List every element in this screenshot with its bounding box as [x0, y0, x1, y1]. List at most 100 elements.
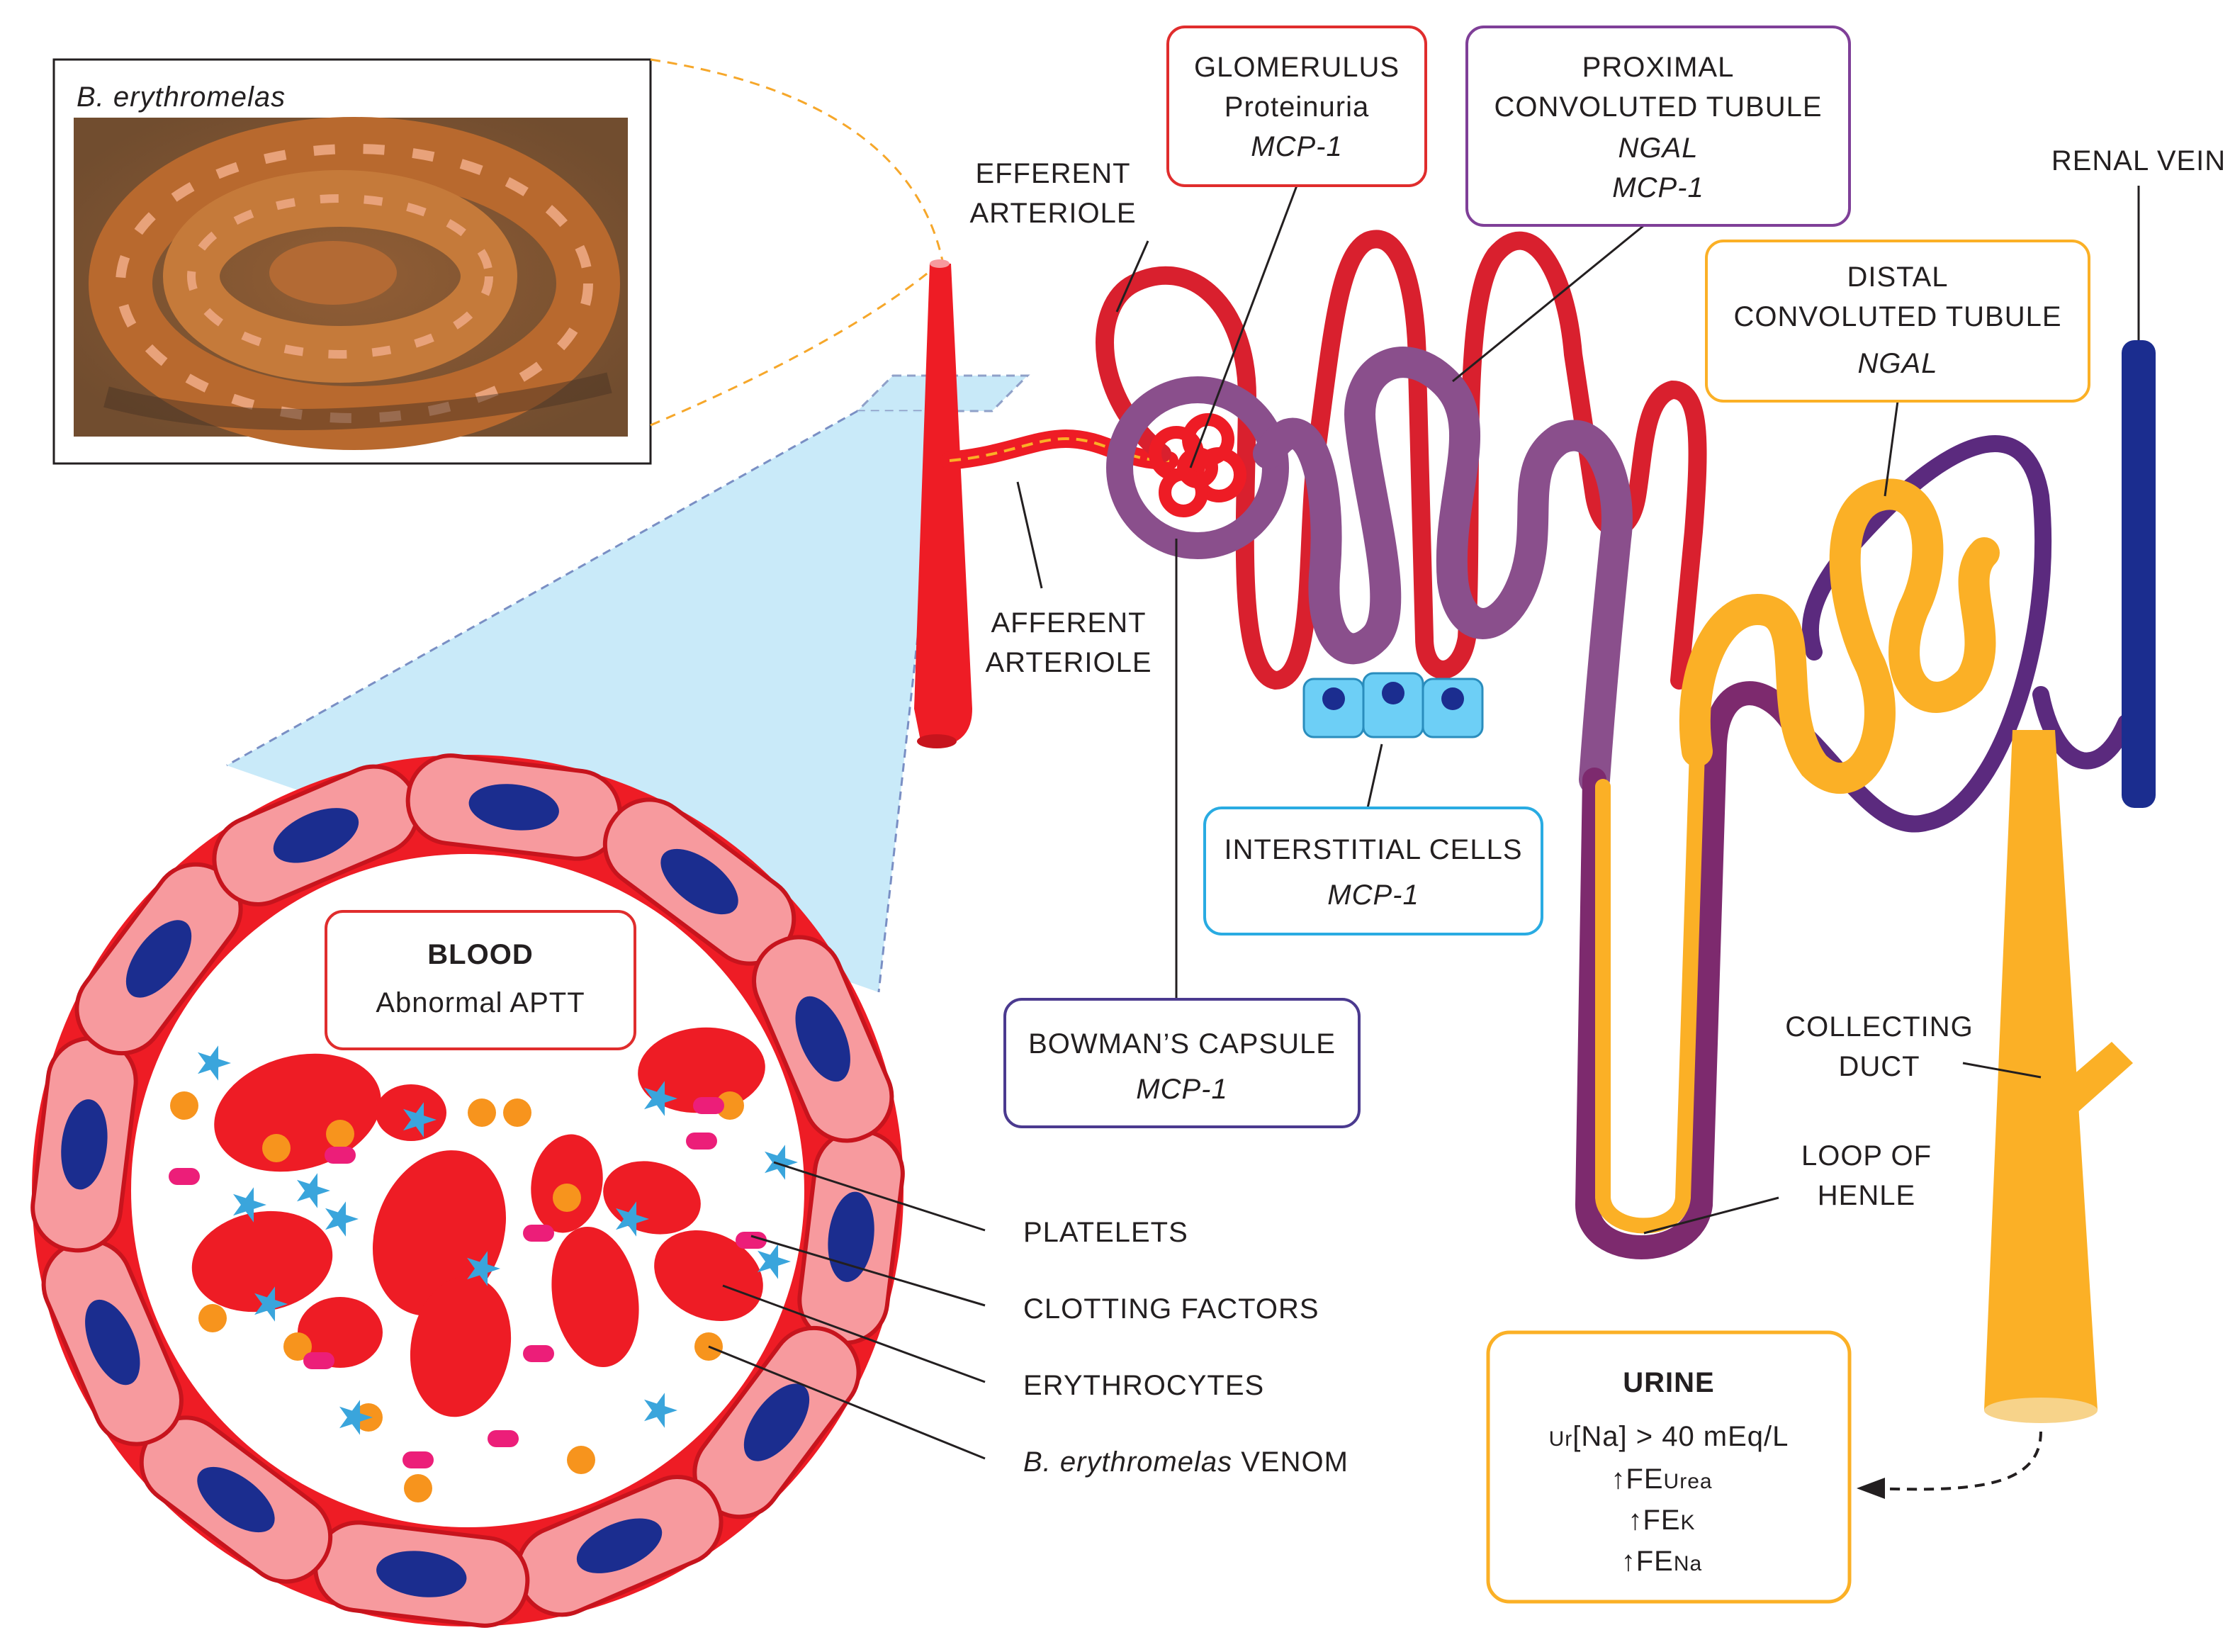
- platelet: [765, 1145, 798, 1180]
- venom-particle: [553, 1184, 581, 1212]
- blood-contents: [169, 1027, 798, 1502]
- loop-of-henle-inner: [1595, 743, 1705, 1234]
- platelet: [297, 1173, 330, 1208]
- clotting-factor: [693, 1097, 724, 1114]
- erythrocyte: [654, 1230, 763, 1322]
- svg-text:↑FENa: ↑FENa: [1621, 1546, 1702, 1577]
- svg-text:↑FEK: ↑FEK: [1628, 1505, 1695, 1536]
- loop-of-henle-outer: [1575, 681, 1805, 1259]
- vessel-cross-section: [30, 753, 905, 1628]
- clotting-factor: [523, 1345, 554, 1362]
- venom-particle: [468, 1098, 496, 1127]
- legend-clotting-factors: CLOTTING FACTORS: [1023, 1293, 1319, 1325]
- svg-text:Abnormal APTT: Abnormal APTT: [376, 987, 585, 1018]
- erythrocyte: [191, 1210, 333, 1313]
- henle-label-1: LOOP OF: [1801, 1140, 1932, 1171]
- platelet: [403, 1102, 437, 1137]
- venom-particle: [567, 1446, 595, 1474]
- free-labels: EFFERENT ARTERIOLE AFFERENT ARTERIOLE RE…: [970, 145, 2226, 1211]
- venom-particle: [503, 1098, 531, 1127]
- snake-photo-panel: B. erythromelas: [52, 58, 652, 465]
- collecting-duct: [1984, 730, 2098, 1410]
- svg-text:MCP-1: MCP-1: [1327, 880, 1419, 911]
- svg-text:↑FEUrea: ↑FEUrea: [1611, 1463, 1712, 1495]
- legend-leaders: [708, 1161, 986, 1460]
- glomerulus-tuft: [1149, 413, 1246, 517]
- collecting-duct-label-2: DUCT: [1838, 1051, 1920, 1082]
- erythrocyte: [638, 1027, 765, 1113]
- clotting-factor: [169, 1168, 200, 1185]
- venom-particle: [198, 1304, 227, 1332]
- venom-particle: [326, 1120, 354, 1148]
- legend: PLATELETS CLOTTING FACTORS ERYTHROCYTES …: [1023, 1217, 1348, 1478]
- clotting-factor: [402, 1451, 434, 1468]
- efferent-label-2: ARTERIOLE: [970, 198, 1137, 229]
- legend-platelets: PLATELETS: [1023, 1217, 1188, 1248]
- svg-text:DISTAL: DISTAL: [1847, 262, 1948, 293]
- platelet: [644, 1081, 677, 1116]
- endothelial-cell: [797, 1128, 905, 1345]
- proximal-tubule: [1253, 347, 1633, 795]
- erythrocyte: [551, 1226, 639, 1368]
- legend-erythrocytes: ERYTHROCYTES: [1023, 1370, 1264, 1401]
- urine-arrow: [1870, 1431, 2042, 1491]
- venom-particle: [716, 1091, 744, 1120]
- clotting-factor: [488, 1430, 519, 1447]
- renal-vein-label: RENAL VEIN: [2051, 145, 2226, 176]
- photo-connector: [650, 58, 944, 262]
- renal-vein: [2122, 340, 2156, 808]
- henle-label-2: HENLE: [1818, 1180, 1915, 1211]
- bowmans-capsule: [1106, 376, 1289, 559]
- clotting-factor: [523, 1225, 554, 1242]
- svg-text:Ur[Na] > 40 mEq/L: Ur[Na] > 40 mEq/L: [1549, 1421, 1789, 1452]
- venom-particle: [170, 1091, 198, 1120]
- interstitial-cells-box: INTERSTITIAL CELLS MCP-1: [1203, 807, 1543, 935]
- endothelial-cell: [752, 935, 894, 1143]
- collecting-duct-label-1: COLLECTING: [1785, 1011, 1974, 1043]
- endothelial-cell: [30, 1036, 138, 1253]
- snake-photo: [74, 117, 628, 450]
- photo-caption: B. erythromelas: [77, 82, 286, 113]
- svg-text:GLOMERULUS: GLOMERULUS: [1194, 52, 1400, 83]
- endothelial-cell: [41, 1238, 184, 1446]
- glomerulus-box: GLOMERULUS Proteinuria MCP-1: [1166, 26, 1427, 187]
- afferent-label-2: ARTERIOLE: [986, 647, 1152, 678]
- svg-text:BOWMAN’S CAPSULE: BOWMAN’S CAPSULE: [1028, 1028, 1336, 1060]
- proximal-tubule-box: PROXIMAL CONVOLUTED TUBULE NGAL MCP-1: [1465, 26, 1851, 227]
- platelet: [325, 1201, 359, 1237]
- endothelial-cells: [30, 753, 905, 1628]
- platelet: [339, 1400, 373, 1435]
- svg-text:MCP-1: MCP-1: [1251, 131, 1342, 162]
- renal-artery: [914, 264, 972, 744]
- distal-tubule: [1679, 478, 2000, 794]
- svg-text:MCP-1: MCP-1: [1136, 1074, 1227, 1105]
- blood-box: BLOOD Abnormal APTT: [325, 910, 636, 1050]
- zoom-beam: [227, 411, 942, 992]
- platelet: [198, 1045, 231, 1081]
- efferent-label-1: EFFERENT: [975, 158, 1130, 189]
- clotting-factor: [303, 1352, 334, 1369]
- svg-text:URINE: URINE: [1623, 1367, 1714, 1398]
- platelet: [467, 1251, 500, 1286]
- venom-particle: [283, 1332, 312, 1361]
- svg-text:CONVOLUTED TUBULE: CONVOLUTED TUBULE: [1733, 301, 2061, 332]
- svg-text:CONVOLUTED TUBULE: CONVOLUTED TUBULE: [1494, 91, 1822, 123]
- venom-particle: [404, 1474, 432, 1502]
- afferent-label-1: AFFERENT: [991, 607, 1146, 639]
- svg-text:NGAL: NGAL: [1618, 133, 1699, 164]
- platelet: [254, 1286, 288, 1322]
- erythrocyte: [298, 1297, 383, 1368]
- svg-text:Proteinuria: Proteinuria: [1225, 91, 1369, 123]
- clotting-factor: [686, 1133, 717, 1150]
- interstitial-cells: [1302, 672, 1484, 738]
- distal-tubule-box: DISTAL CONVOLUTED TUBULE NGAL: [1705, 240, 2090, 403]
- photo-connector-lower: [650, 259, 943, 427]
- svg-text:INTERSTITIAL CELLS: INTERSTITIAL CELLS: [1224, 834, 1522, 865]
- svg-text:BLOOD: BLOOD: [427, 939, 533, 970]
- bowmans-capsule-box: BOWMAN’S CAPSULE MCP-1: [1003, 998, 1361, 1128]
- platelet: [644, 1393, 677, 1428]
- svg-text:PROXIMAL: PROXIMAL: [1582, 52, 1735, 83]
- clotting-factor: [736, 1232, 767, 1249]
